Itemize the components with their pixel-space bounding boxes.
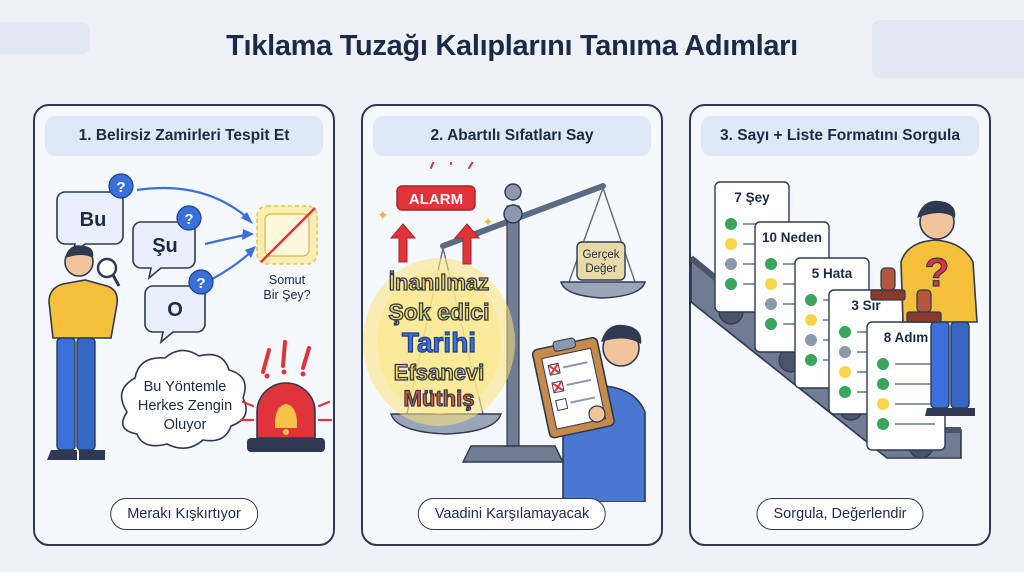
person-magnifier (47, 245, 121, 460)
svg-text:✦: ✦ (377, 207, 389, 223)
alarm-bell-icon (239, 340, 333, 452)
step-3-panel: 3. Sayı + Liste Formatını Sorgula 7 Şey … (689, 104, 991, 546)
svg-text:10 Neden: 10 Neden (762, 230, 822, 245)
step-1-illustration: Bu ? Şu ? O ? Somut Bir Şey? (47, 173, 333, 460)
step-1-panel: 1. Belirsiz Zamirleri Tespit Et Bu ? Şu … (33, 104, 335, 546)
adjective-3: Tarihi (402, 327, 476, 358)
concrete-thing-box: Somut Bir Şey? (256, 205, 318, 302)
svg-text:Oluyor: Oluyor (164, 417, 207, 433)
stamp-icon (870, 267, 942, 323)
person-checklist (531, 324, 646, 502)
svg-text:7 Şey: 7 Şey (734, 190, 770, 205)
svg-text:Somut: Somut (269, 273, 306, 287)
step-3-heading: 3. Sayı + Liste Formatını Sorgula (701, 116, 979, 156)
adjective-1: İnanılmaz (389, 270, 489, 295)
question-icon (176, 205, 202, 231)
question-icon: ? (925, 251, 949, 295)
list-card-5: 8 Adım (866, 321, 946, 451)
magnifier-icon (96, 257, 118, 279)
svg-text:✦: ✦ (483, 215, 493, 229)
adjective-5: Müthiş (404, 386, 475, 411)
page-title: Tıklama Tuzağı Kalıplarını Tanıma Adımla… (226, 30, 798, 62)
adjective-2: Şok edici (389, 299, 490, 325)
alarm-sign: ALARM ✦ ✦ (377, 162, 493, 265)
pronoun-bu: Bu (80, 209, 107, 231)
bg-deco-right (872, 20, 1024, 78)
pronoun-bubble-su: Şu ? (132, 205, 202, 281)
alarm-label: ALARM (409, 191, 463, 208)
step-2-heading: 2. Abartılı Sıfatları Say (373, 116, 651, 156)
step-2-panel: 2. Abartılı Sıfatları Say Gerçek Değer İ… (361, 104, 663, 546)
svg-text:5 Hata: 5 Hata (812, 266, 853, 281)
svg-text:?: ? (184, 211, 193, 228)
svg-text:?: ? (196, 275, 205, 292)
svg-text:3 Sır: 3 Sır (851, 298, 881, 313)
svg-text:?: ? (116, 179, 125, 196)
pronoun-su: Şu (152, 235, 178, 257)
step-2-footer: Vaadini Karşılamayacak (417, 498, 607, 530)
step-1-footer: Merakı Kışkırtıyor (110, 498, 258, 530)
person-stamp: ? (870, 200, 978, 416)
svg-text:Bu Yöntemle: Bu Yöntemle (144, 379, 227, 395)
step-1-heading: 1. Belirsiz Zamirleri Tespit Et (45, 116, 323, 156)
pronoun-o: O (167, 299, 183, 321)
question-icon (108, 173, 134, 199)
svg-text:Değer: Değer (585, 263, 616, 275)
bg-deco-left (0, 22, 90, 54)
step-3-illustration: 7 Şey 10 Neden 5 Hata 3 Sır (691, 181, 978, 459)
pronoun-bubble-bu: Bu ? (56, 173, 134, 257)
claim-cloud: Bu Yöntemle Herkes Zengin Oluyor (120, 349, 247, 449)
svg-text:Herkes Zengin: Herkes Zengin (138, 398, 232, 414)
svg-text:Bir Şey?: Bir Şey? (263, 288, 310, 302)
pronoun-bubble-o: O ? (144, 269, 214, 345)
hype-adjectives: İnanılmaz Şok edici Tarihi Efsanevi Müth… (363, 258, 515, 426)
svg-text:8 Adım: 8 Adım (884, 330, 929, 345)
adjective-4: Efsanevi (394, 360, 485, 385)
real-value-label: Gerçek (582, 249, 619, 261)
step-2-illustration: Gerçek Değer İnanılmaz Şok edici Tarihi … (363, 162, 646, 502)
question-icon (188, 269, 214, 295)
step-3-footer: Sorgula, Değerlendir (756, 498, 924, 530)
